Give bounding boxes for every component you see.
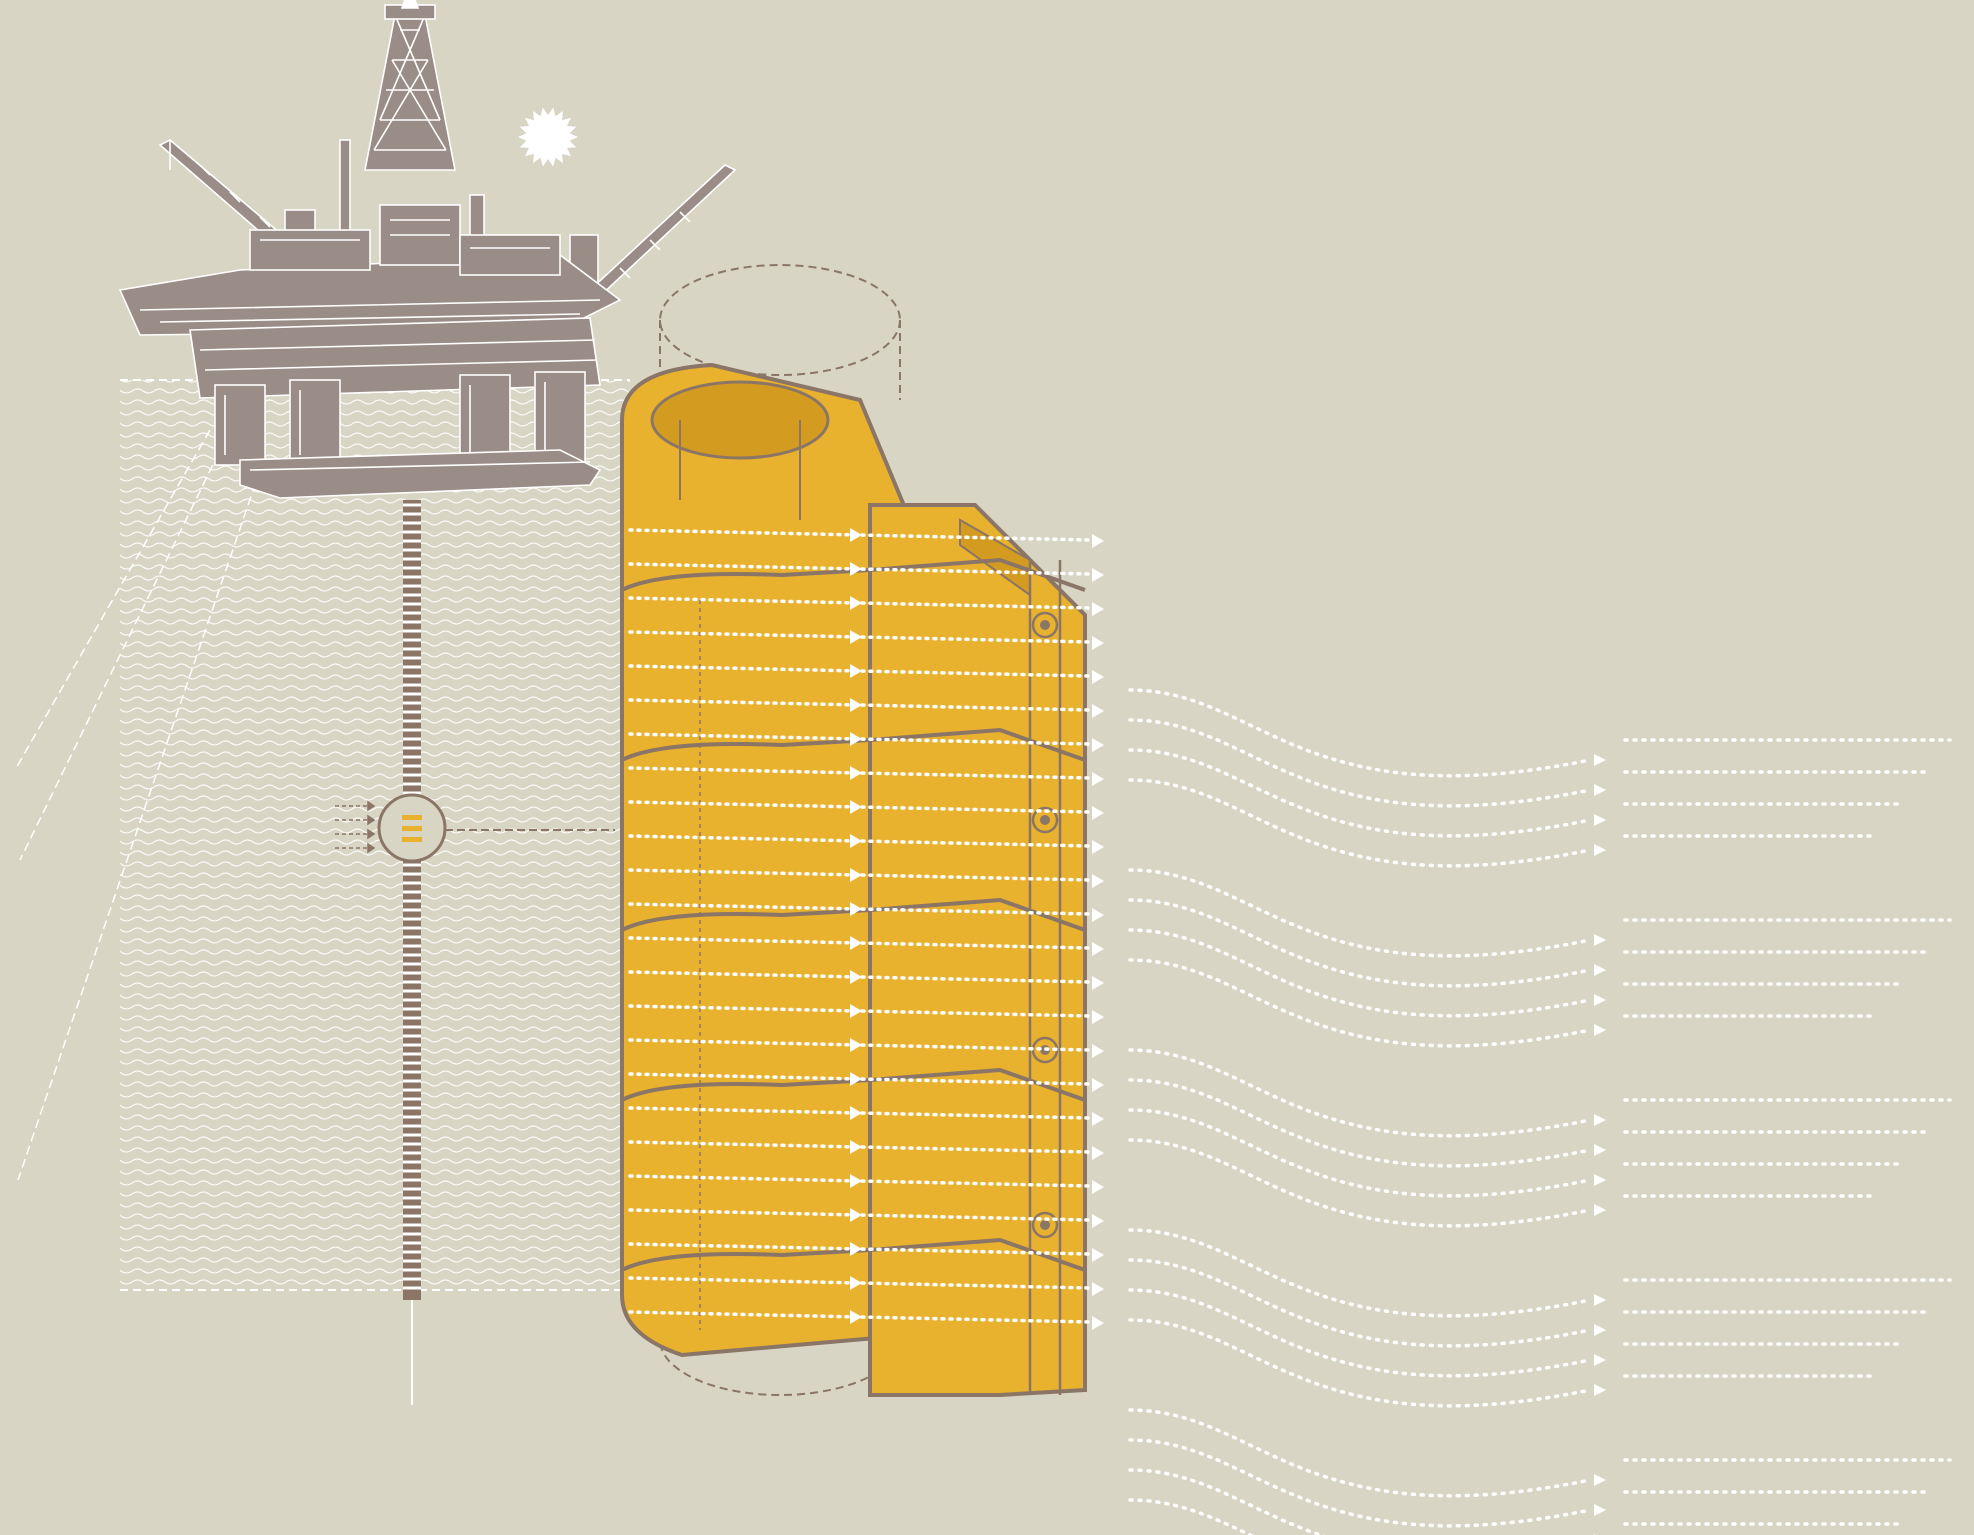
streamline-arrow (1594, 1114, 1606, 1126)
streamline-arrow (1594, 1474, 1606, 1486)
streamline-arrow (1594, 934, 1606, 946)
streamline-arrow (1594, 1024, 1606, 1036)
streamline (1130, 780, 1590, 866)
derrick-tower (365, 0, 455, 170)
streamline-arrow (1594, 1294, 1606, 1306)
streamline-arrow (1594, 1204, 1606, 1216)
streamline-arrow (1594, 844, 1606, 856)
streamline-arrow (1594, 754, 1606, 766)
streamline (1130, 960, 1590, 1046)
upper-deck (120, 205, 620, 335)
sun-icon (518, 108, 578, 167)
streamline-arrow (1594, 1354, 1606, 1366)
riser-pipe (403, 500, 421, 1405)
streamline (1130, 1140, 1590, 1226)
sleeve-opening (652, 382, 828, 458)
streamline-arrow (1594, 814, 1606, 826)
streamline-arrow (1594, 1504, 1606, 1516)
streamline (1130, 1470, 1590, 1535)
streamline-arrow (1594, 1384, 1606, 1396)
streamline-arrow (1594, 964, 1606, 976)
streamline-arrow (1594, 784, 1606, 796)
streamline-arrow (1594, 1174, 1606, 1186)
streamline-arrow (1594, 1324, 1606, 1336)
streamline-arrow (1594, 1144, 1606, 1156)
vortex-suppression-sleeve (622, 365, 1104, 1395)
sun-rays (518, 108, 578, 167)
wake-flow-streamlines (1130, 690, 1950, 1535)
streamline (1130, 1320, 1590, 1406)
ocean-water (15, 380, 630, 1290)
sleeve-shell (622, 365, 910, 1355)
streamline-arrow (1594, 994, 1606, 1006)
